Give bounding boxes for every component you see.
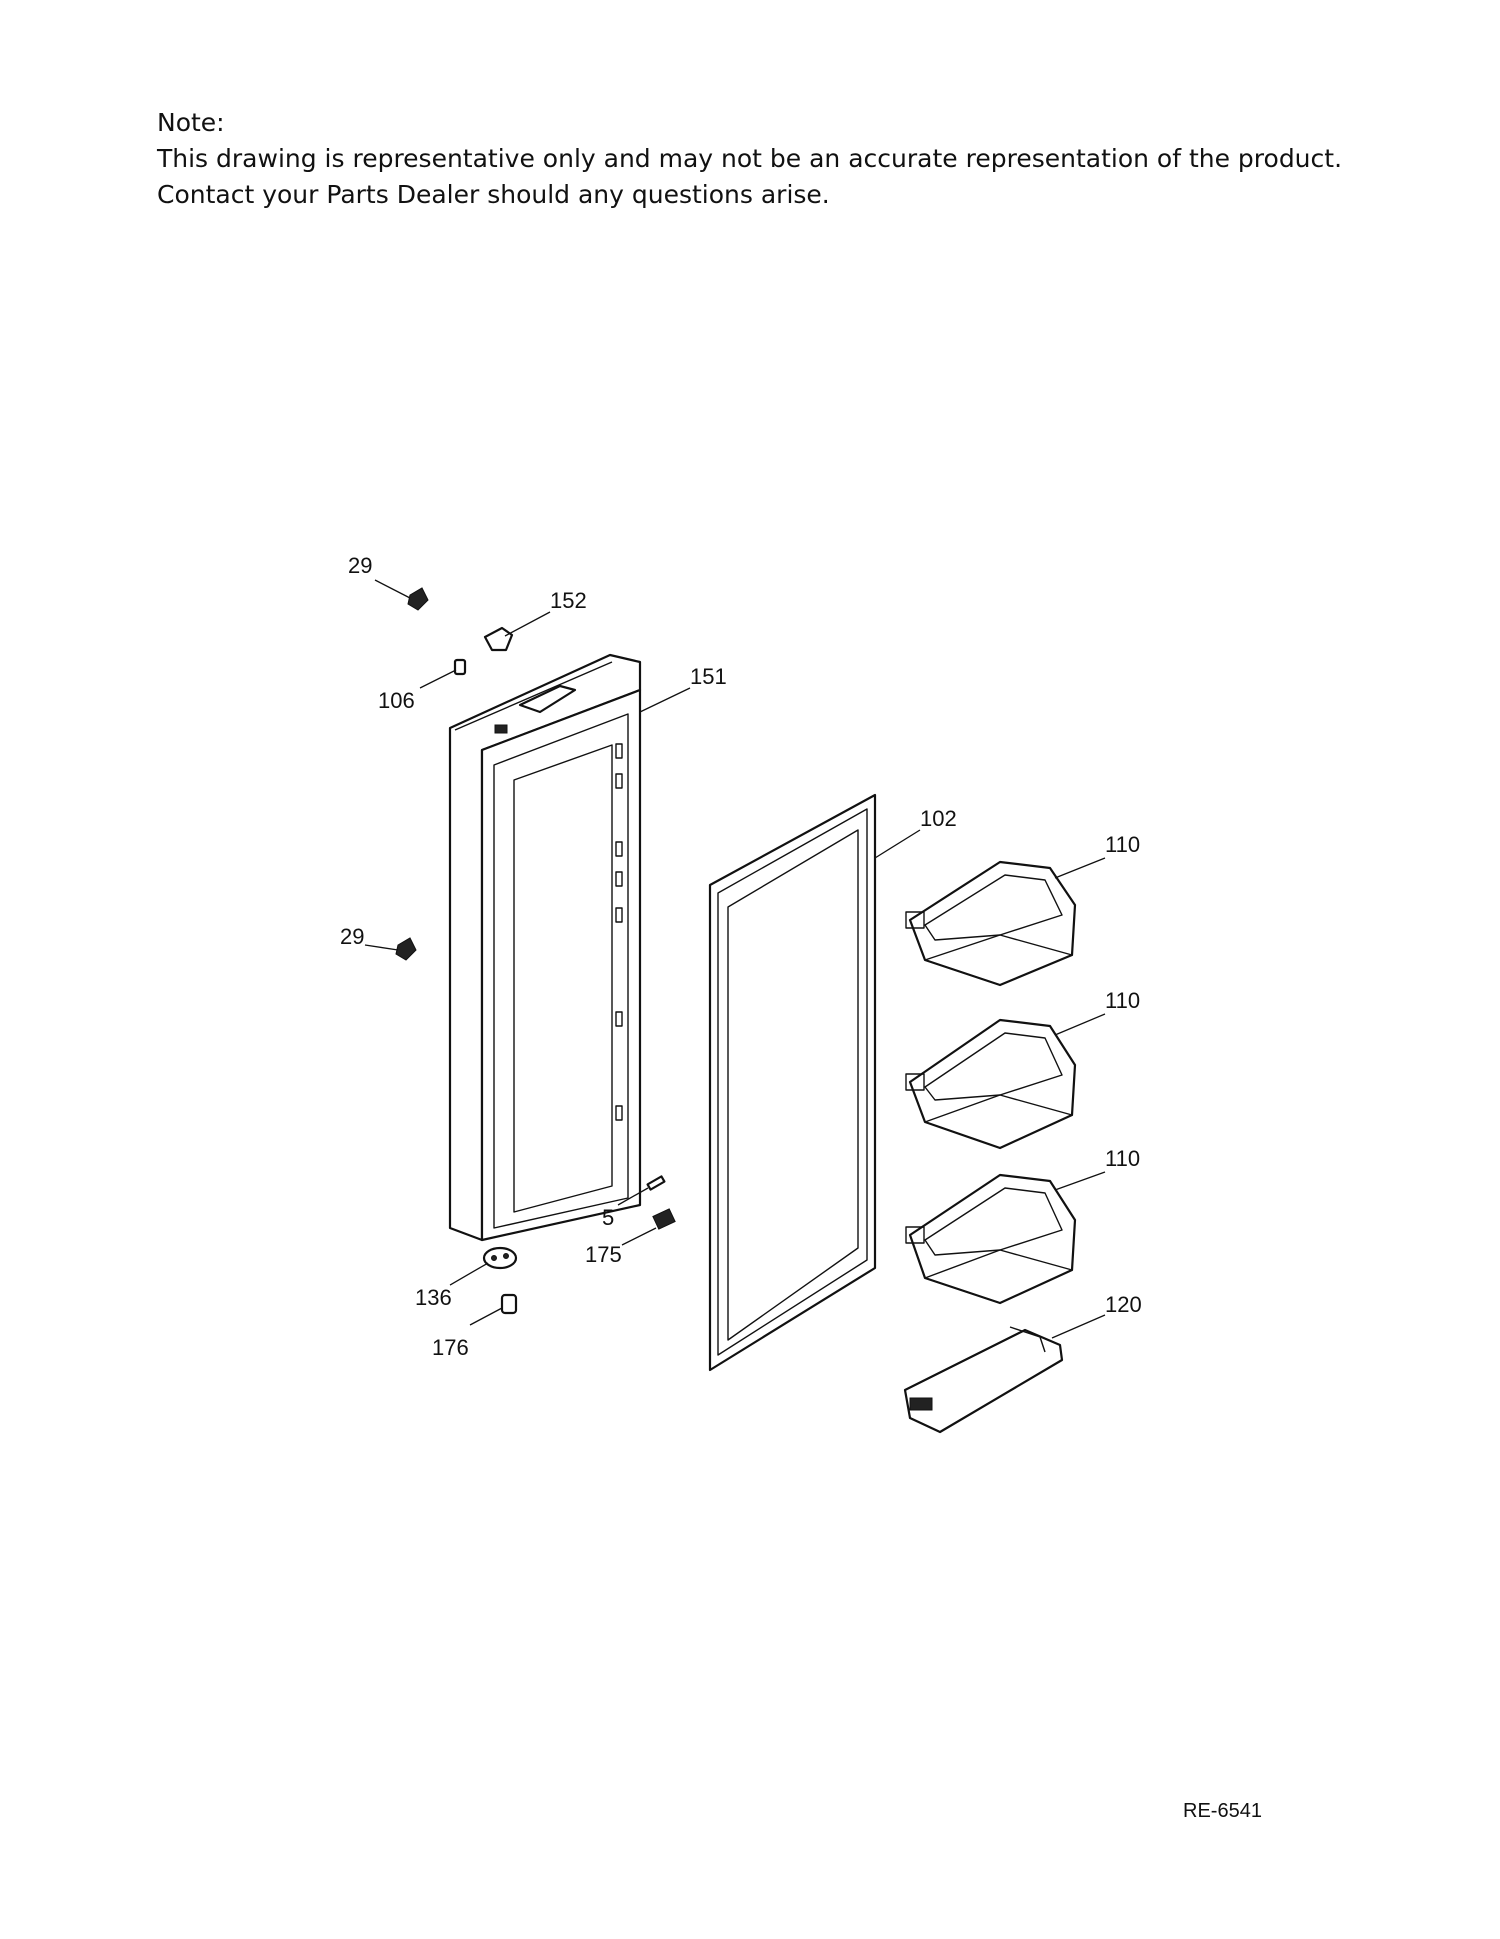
callout-29-middle: 29 (340, 924, 364, 949)
pin-5-part (646, 1175, 666, 1191)
note-heading: Note: (157, 108, 225, 137)
leader-lines (364, 579, 1106, 1339)
door-panel-part (448, 653, 642, 1242)
callout-110-top: 110 (1105, 832, 1140, 857)
callout-5: 5 (602, 1205, 614, 1230)
callout-175: 175 (585, 1242, 622, 1267)
callout-176: 176 (432, 1335, 469, 1360)
door-bin-supports (615, 743, 623, 1121)
callout-29-top: 29 (348, 553, 372, 578)
door-bin-bottom-part (905, 1173, 1077, 1305)
callout-106: 106 (378, 688, 415, 713)
door-bar-part (903, 1326, 1064, 1434)
hinge-top-part (407, 587, 429, 611)
cam-176-part (500, 1293, 518, 1315)
bracket-136-part (482, 1246, 518, 1270)
door-bin-middle-part (905, 1018, 1077, 1150)
door-gasket-part (708, 793, 877, 1372)
plug-106-part (453, 658, 467, 676)
callout-102: 102 (920, 806, 957, 831)
callout-110-bottom: 110 (1105, 1146, 1140, 1171)
note-line-1: This drawing is representative only and … (157, 144, 1343, 173)
cap-152-part (483, 626, 514, 652)
callout-136: 136 (415, 1285, 452, 1310)
callout-151: 151 (690, 664, 727, 689)
hinge-middle-part (395, 937, 417, 961)
note-block: Note: This drawing is representative onl… (157, 105, 1437, 213)
magnet-175-part (652, 1208, 676, 1230)
callout-152: 152 (550, 588, 587, 613)
callout-110-middle: 110 (1105, 988, 1140, 1013)
callout-120: 120 (1105, 1292, 1142, 1317)
door-bin-top-part (905, 860, 1077, 987)
document-id: RE-6541 (1183, 1800, 1262, 1822)
note-line-2: Contact your Parts Dealer should any que… (157, 180, 830, 209)
